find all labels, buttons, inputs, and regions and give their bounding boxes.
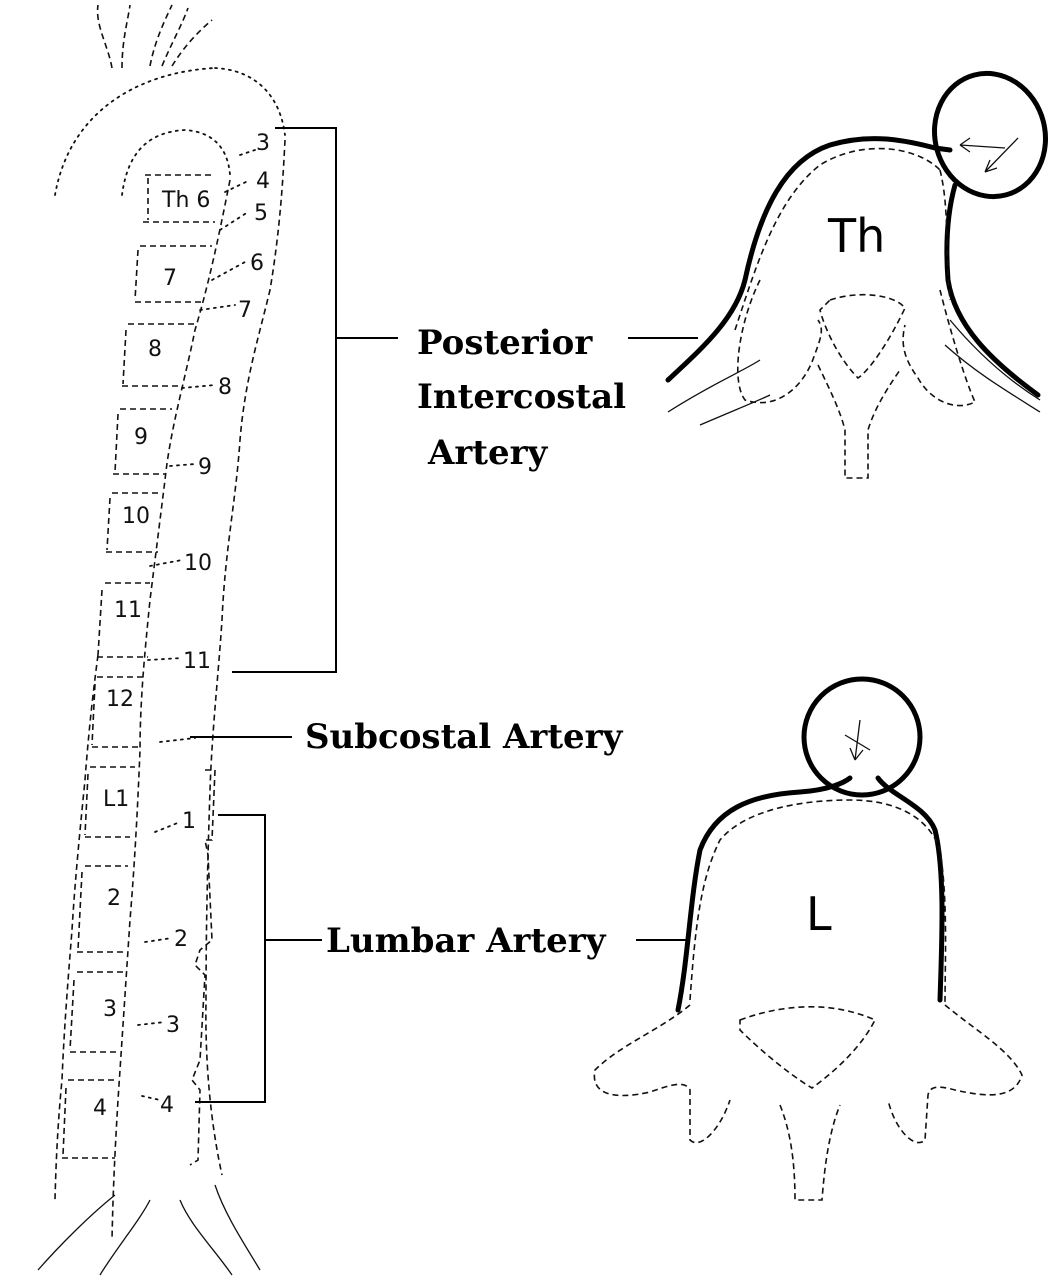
intercostal-number: 10 [184, 551, 212, 576]
lumbar-label: Lumbar Artery [326, 921, 607, 961]
subcostal-label: Subcostal Artery [305, 717, 624, 757]
lumbar-number: 4 [160, 1093, 174, 1118]
vertebra-label: Th 6 [161, 188, 210, 213]
intercostal-number: 9 [198, 455, 212, 480]
thoracic-section-label: Th [827, 209, 885, 263]
vertebra-label: 8 [148, 337, 162, 362]
posterior-label-line1: Posterior [417, 323, 593, 363]
vertebra-label: 11 [114, 598, 142, 623]
intercostal-number: 11 [183, 649, 211, 674]
vertebra-label: 12 [106, 687, 134, 712]
posterior-label-line2: Intercostal [417, 377, 626, 417]
vertebra-label: 2 [107, 886, 121, 911]
lumbar-vertebra-cross-section: L [593, 676, 1023, 1201]
vertebra-label: 10 [122, 504, 150, 529]
vertebra-label: 9 [134, 425, 148, 450]
posterior-label-line3: Artery [427, 433, 549, 473]
vertebra-labels: Th 6 7 8 9 10 11 12 L1 2 3 4 [93, 188, 210, 1121]
vertebra-label: 3 [103, 997, 117, 1022]
intercostal-number: 8 [218, 375, 232, 400]
intercostal-number: 4 [256, 169, 270, 194]
aortic-arch [54, 4, 286, 196]
iliac-bifurcation [37, 1184, 261, 1276]
lumbar-number: 2 [174, 927, 188, 952]
vertebra-label: L1 [103, 787, 129, 812]
lumbar-number: 1 [182, 809, 196, 834]
intercostal-number: 6 [250, 251, 264, 276]
vertebra-label: 4 [93, 1096, 107, 1121]
intercostal-numbers: 3 4 5 6 7 8 9 10 11 [183, 131, 270, 674]
vertebra-label: 7 [163, 266, 177, 291]
thoracic-vertebra-cross-section: Th [665, 70, 1048, 479]
descending-aorta [111, 139, 286, 1241]
lumbar-contour-right [189, 769, 216, 1166]
vertebral-column [54, 174, 215, 1201]
intercostal-number: 3 [256, 131, 270, 156]
intercostal-number: 7 [238, 298, 252, 323]
lumbar-section-label: L [806, 887, 832, 941]
lumbar-numbers: 1 2 3 4 [160, 809, 196, 1118]
posterior-intercostal-bracket [232, 127, 398, 673]
intercostal-number: 5 [254, 201, 268, 226]
artery-origin-dots [137, 149, 256, 1101]
lumbar-number: 3 [166, 1013, 180, 1038]
lumbar-bracket [195, 814, 322, 1103]
